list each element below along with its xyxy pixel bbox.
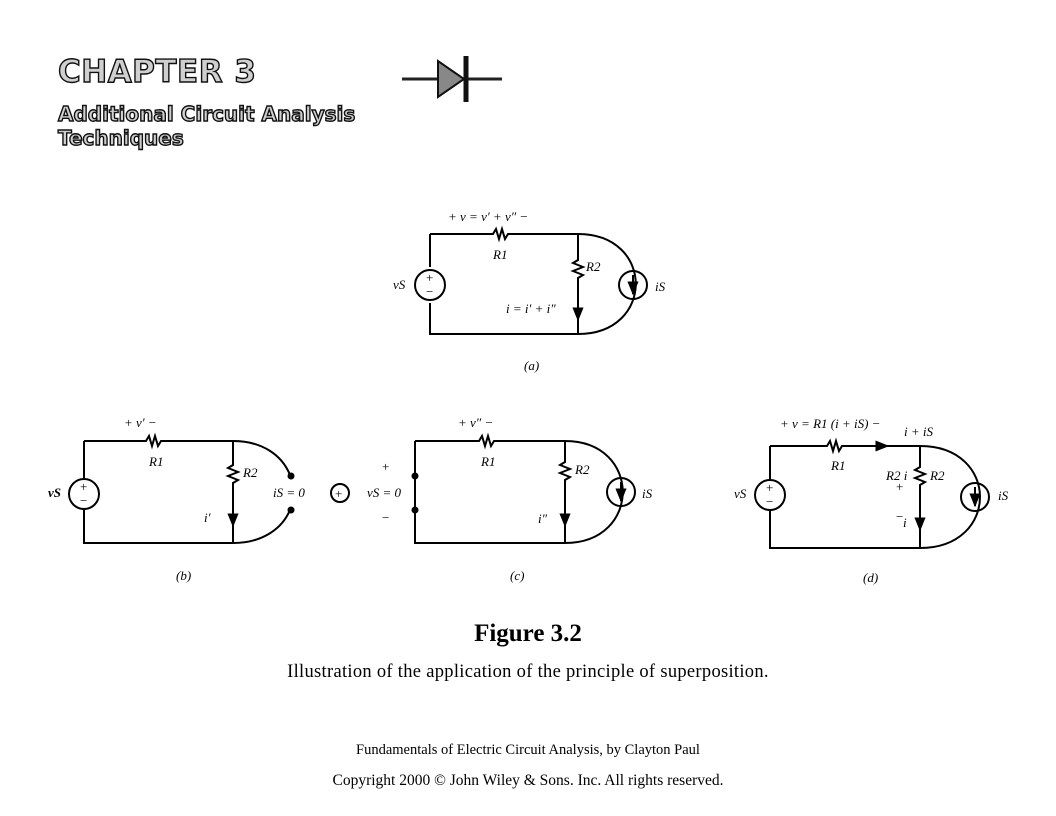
circuit-a-resistor-r2	[570, 234, 586, 334]
circuit-d-voltage-source	[754, 479, 786, 511]
circuit-a-resistor-r1	[430, 225, 578, 243]
chapter-banner: CHAPTER 3 Additional Circuit Analysis Te…	[50, 48, 502, 152]
circuit-d-r2-plus: +	[896, 479, 903, 494]
circuit-b-open-bottom	[232, 509, 291, 544]
circuit-d-wire-left	[769, 446, 920, 549]
circuit-c-resistor-r2	[557, 441, 573, 543]
circuit-d-branch-current: i + iS	[904, 424, 933, 439]
circuit-d-r2-label: R2	[929, 468, 945, 483]
circuit-c-short-terminal-bottom	[411, 506, 419, 514]
circuit-b-caption: (b)	[176, 568, 191, 583]
circuit-a-source-minus: −	[426, 284, 433, 299]
circuit-b-voltage-source	[68, 478, 100, 510]
circuit-b-wire-left	[83, 441, 233, 544]
circuit-d-current-source	[960, 482, 990, 512]
circuit-d-r1-label: R1	[830, 458, 845, 473]
circuit-c-is-label: iS	[642, 486, 653, 501]
circuit-d-voltage-label: + v = R1 (i + iS) −	[780, 416, 880, 431]
circuit-c	[414, 432, 636, 544]
circuit-c-terminal-plus: +	[382, 459, 389, 474]
circuit-c-terminal-minus: −	[382, 510, 389, 525]
circuit-b-voltage-label: + v′ −	[124, 415, 157, 430]
circuit-d-r2-minus: −	[896, 509, 903, 524]
circuit-c-wire-right	[564, 440, 624, 544]
circuit-a-voltage-source	[414, 269, 446, 301]
circuit-b-source-plus: +	[80, 479, 87, 494]
circuit-a-is-label: iS	[655, 279, 666, 294]
circuit-a	[414, 225, 648, 335]
footer-book-credit: Fundamentals of Electric Circuit Analysi…	[356, 742, 700, 758]
circuit-a-vs-label: vS	[393, 277, 406, 292]
circuit-a-r1-label: R1	[492, 247, 507, 262]
chapter-title: CHAPTER 3	[57, 53, 257, 90]
circuit-d-vs-label: vS	[734, 486, 747, 501]
circuit-c-resistor-r1	[415, 432, 565, 450]
circuit-a-r2-label: R2	[585, 259, 601, 274]
circuit-a-wire-left	[429, 234, 578, 335]
circuit-d-is-label: iS	[998, 488, 1009, 503]
circuit-d-r2-voltage: R2 i	[885, 468, 908, 483]
circuit-c-short-label: vS = 0	[367, 485, 402, 500]
circuit-c-voltage-label: + v″ −	[458, 415, 493, 430]
figure-title: Figure 3.2	[474, 620, 582, 647]
circuit-b	[68, 432, 350, 544]
circuit-c-short-terminal-top	[411, 472, 419, 480]
circuit-a-wire-right	[577, 233, 637, 335]
circuit-b-resistor-r1	[84, 432, 233, 450]
diode-icon	[402, 56, 502, 102]
circuit-b-open-terminal-bottom	[287, 506, 295, 514]
figure-caption: Illustration of the application of the p…	[287, 662, 769, 682]
circuit-b-open-label: iS = 0	[273, 485, 305, 500]
circuit-b-open-top	[232, 440, 291, 476]
footer-copyright: Copyright 2000 © John Wiley & Sons. Inc.…	[332, 772, 724, 789]
circuit-a-voltage-label: + v = v′ + v″ −	[448, 209, 528, 224]
chapter-subtitle-line1: Additional Circuit Analysis	[57, 101, 356, 126]
circuit-a-caption: (a)	[524, 358, 539, 373]
circuit-c-current-source	[606, 477, 636, 507]
circuit-b-open-terminal-top	[287, 472, 295, 480]
circuit-d-resistor-r2	[912, 446, 928, 548]
chapter-subtitle-line2: Techniques	[57, 125, 184, 150]
circuit-d-caption: (d)	[863, 570, 878, 585]
circuit-d	[754, 437, 990, 549]
circuit-b-vs-label: vS	[48, 485, 61, 500]
circuit-c-caption: (c)	[510, 568, 524, 583]
circuit-c-r1-label: R1	[480, 454, 495, 469]
circuit-d-resistor-r1	[770, 437, 920, 455]
circuit-d-wire-right	[919, 445, 981, 549]
circuit-d-source-plus: +	[766, 480, 773, 495]
circuit-a-current-label: i = i′ + i″	[506, 301, 556, 316]
circuit-c-r2-label: R2	[574, 462, 590, 477]
circuit-c-current-label: i″	[538, 511, 548, 526]
circuit-d-current-label: i	[903, 515, 907, 530]
circuit-a-current-source	[618, 270, 648, 300]
circuit-b-source-minus: −	[80, 493, 87, 508]
circuit-a-source-plus: +	[426, 270, 433, 285]
circuit-b-current-label: i′	[204, 510, 211, 525]
circuit-b-resistor-r2	[225, 441, 241, 543]
superposition-plus-circle	[330, 483, 350, 503]
circuit-b-r2-label: R2	[242, 465, 258, 480]
superposition-plus-label: +	[335, 486, 342, 501]
circuit-b-r1-label: R1	[148, 454, 163, 469]
circuit-d-source-minus: −	[766, 494, 773, 509]
